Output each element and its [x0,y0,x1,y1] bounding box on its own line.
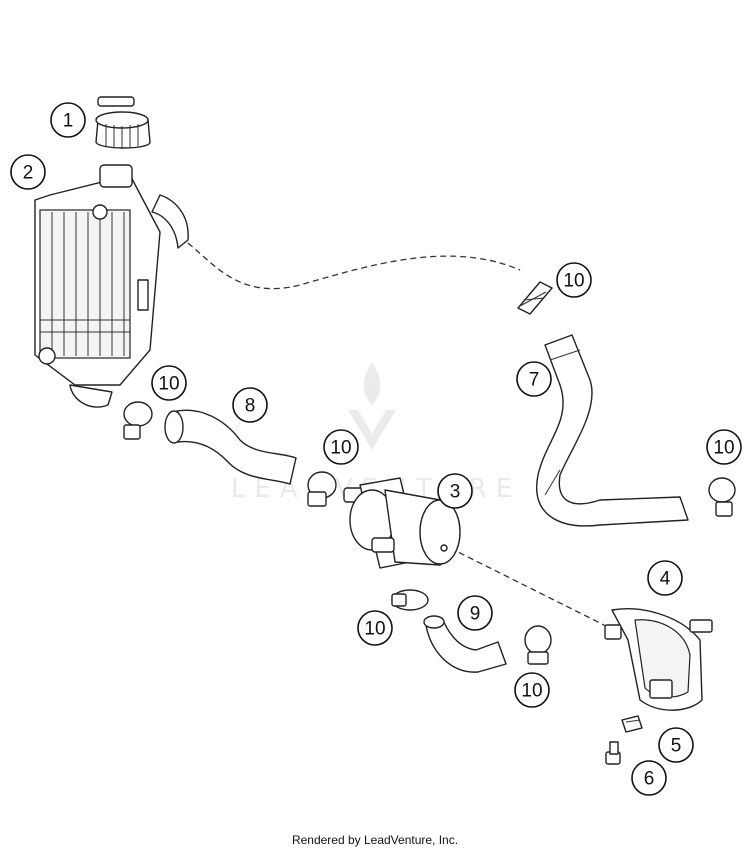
callout-10-pump: 10 [323,429,359,465]
callout-6: 6 [631,760,667,796]
svg-text:6: 6 [644,769,655,790]
hose-clamp-lower-right [524,625,552,665]
callout-1: 1 [50,102,86,138]
hose-clamp-lower-left [391,589,429,611]
svg-text:7: 7 [529,370,540,391]
callout-9: 9 [457,595,493,631]
callout-7: 7 [516,361,552,397]
svg-text:2: 2 [23,163,34,184]
svg-text:10: 10 [521,681,542,702]
callout-10-left: 10 [151,365,187,401]
footer-credit: Rendered by LeadVenture, Inc. [291,833,459,847]
callout-10-right: 10 [706,429,742,465]
svg-text:10: 10 [563,271,584,292]
svg-text:10: 10 [713,438,734,459]
leader-radiator-to-clamp [187,242,521,290]
svg-text:5: 5 [671,736,682,757]
callout-2: 2 [10,154,46,190]
hose-clamp-pump [307,471,337,507]
radiator [34,164,189,408]
radiator-cap [95,96,151,149]
svg-text:3: 3 [450,482,461,503]
svg-text:8: 8 [245,396,256,417]
hose-short-upper [164,409,297,485]
callout-8: 8 [232,387,268,423]
svg-text:10: 10 [158,374,179,395]
callout-10-lower-right: 10 [514,672,550,708]
hose-clamp-right [708,477,736,517]
callout-10-upper: 10 [556,262,592,298]
hose-clamp-left [123,401,153,440]
hose-clamp-upper [517,281,553,315]
svg-text:4: 4 [660,569,671,590]
callout-3: 3 [437,473,473,509]
bolt [621,715,643,733]
screw [605,741,621,765]
svg-text:1: 1 [63,111,74,132]
svg-text:9: 9 [470,604,481,625]
callout-4: 4 [647,560,683,596]
pump-bracket [604,608,713,711]
callout-5: 5 [658,727,694,763]
svg-text:10: 10 [364,619,385,640]
hose-long [536,334,689,527]
water-pump [343,477,461,569]
hose-short-lower [423,615,507,673]
svg-text:10: 10 [330,438,351,459]
callout-10-lower-left: 10 [357,610,393,646]
